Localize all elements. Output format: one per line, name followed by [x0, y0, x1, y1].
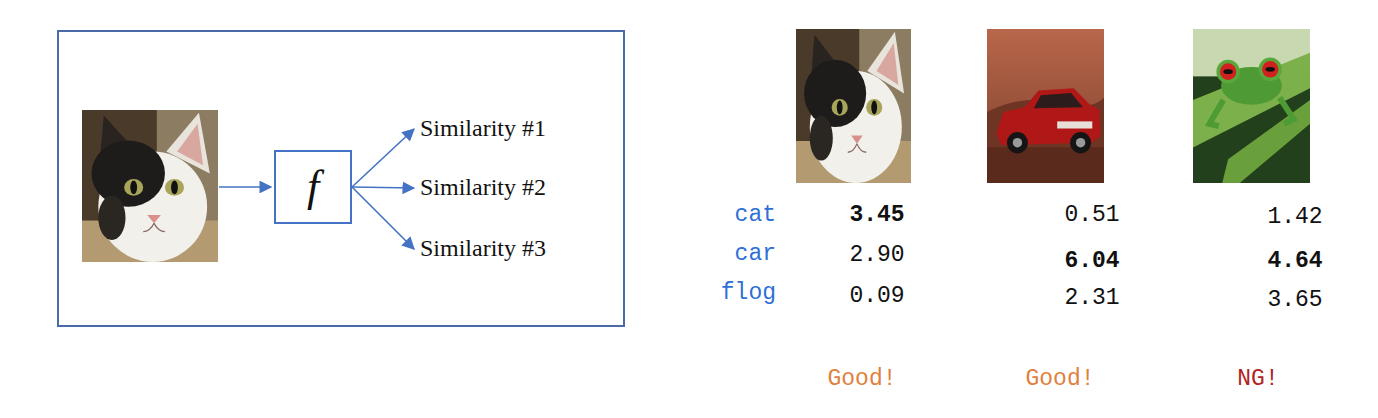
- input-arrow: [219, 186, 271, 188]
- verdict-label: Good!: [827, 367, 896, 392]
- score-value: 2.90: [849, 243, 904, 268]
- score-value: 0.09: [849, 284, 904, 309]
- output-arrow: [352, 187, 414, 188]
- score-value: 0.51: [1064, 203, 1119, 228]
- similarity-label: Similarity #1: [420, 115, 546, 143]
- score-value: 3.65: [1267, 288, 1322, 313]
- verdict-label: Good!: [1025, 367, 1094, 392]
- car-image: [987, 29, 1104, 183]
- output-arrow: [352, 129, 414, 187]
- output-arrow: [352, 187, 414, 249]
- row-label: car: [735, 242, 776, 267]
- input-cat-image: [82, 110, 218, 262]
- score-value: 6.04: [1064, 249, 1119, 274]
- similarity-output: Similarity #1: [416, 113, 550, 145]
- score-value: 1.42: [1267, 205, 1322, 230]
- similarity-label: Similarity #3: [420, 235, 546, 263]
- similarity-output: Similarity #2: [416, 172, 550, 204]
- row-label: cat: [735, 203, 776, 228]
- similarity-output: Similarity #3: [416, 233, 550, 265]
- row-label: flog: [721, 281, 776, 306]
- score-value: 4.64: [1267, 249, 1322, 274]
- similarity-label: Similarity #2: [420, 174, 546, 202]
- function-box: f: [274, 150, 352, 224]
- verdict-label: NG!: [1237, 367, 1278, 392]
- function-symbol: f: [307, 165, 319, 209]
- score-value: 3.45: [849, 203, 904, 228]
- frog-image: [1193, 29, 1310, 183]
- cat-image: [796, 29, 911, 183]
- model-frame: [58, 31, 624, 326]
- score-value: 2.31: [1064, 286, 1119, 311]
